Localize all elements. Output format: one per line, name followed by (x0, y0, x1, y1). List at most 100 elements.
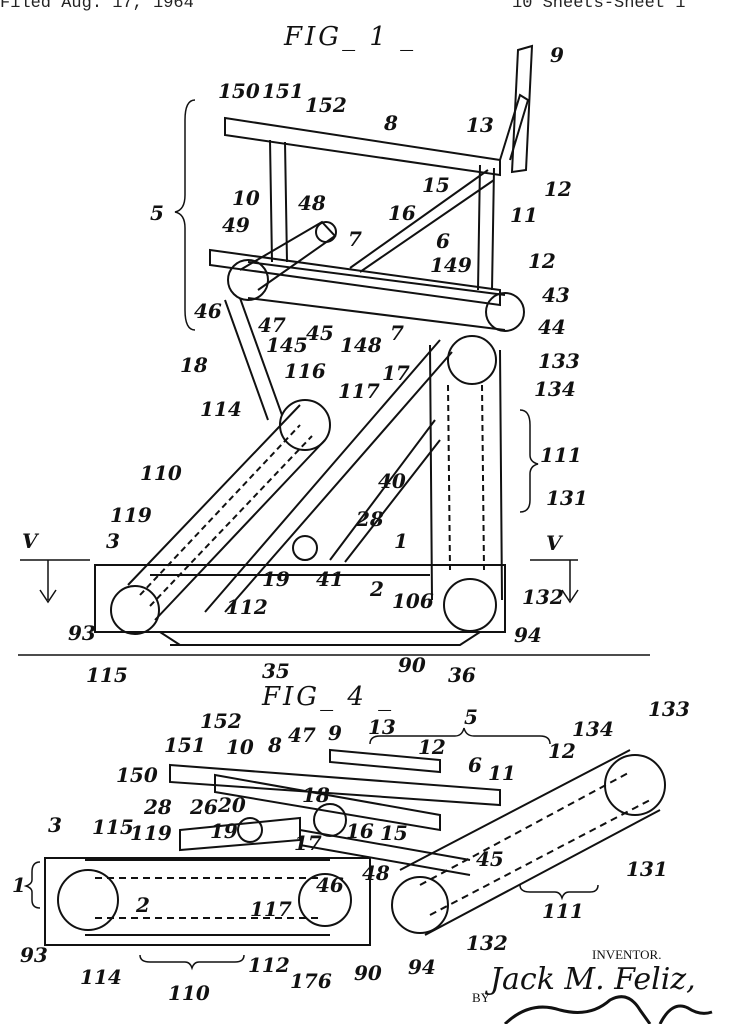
by-label: BY (472, 990, 491, 1005)
fig1-label: 40 (378, 469, 406, 493)
fig4-label: 132 (466, 931, 508, 955)
fig4-label: 117 (250, 897, 292, 921)
fig1-label: 47 (258, 313, 286, 337)
fig4-brace-111 (519, 884, 599, 901)
fig4-label: 12 (418, 735, 446, 759)
fig1-label: 1 (394, 529, 408, 553)
fig4-label: 12 (548, 739, 576, 763)
fig1-label: 43 (542, 283, 570, 307)
filed-date: Filed Aug. 17, 1964 (0, 0, 194, 13)
fig4-crawler-110 (85, 859, 330, 936)
fig4-label: 133 (648, 697, 690, 721)
fig1-label: 7 (348, 227, 362, 251)
attorney-signature (503, 995, 713, 1024)
fig4-brace-5 (369, 727, 551, 745)
fig1-lever-47 (239, 220, 337, 291)
fig1-label: 13 (466, 113, 494, 137)
fig1-brace-5 (174, 99, 196, 331)
fig4-label: 176 (290, 969, 332, 993)
fig4-label: 3 (48, 813, 62, 837)
fig4-label: 150 (116, 763, 158, 787)
fig1-label: 15 (422, 173, 450, 197)
fig1-label: 94 (514, 623, 542, 647)
fig1-label: 116 (284, 359, 326, 383)
fig4-label: 19 (210, 819, 238, 843)
fig1-label: 19 (262, 567, 290, 591)
fig4-label: 45 (476, 847, 504, 871)
fig1-label: 131 (546, 486, 588, 510)
fig4-label: 119 (130, 821, 172, 845)
fig4-label: 10 (226, 735, 254, 759)
fig1-label: 12 (528, 249, 556, 273)
fig4-label: 93 (20, 943, 48, 967)
fig1-label: 134 (534, 377, 576, 401)
fig1-crawler-110 (127, 404, 326, 621)
fig4-brace-110 (139, 954, 245, 971)
fig4-label: 26 (189, 795, 218, 819)
fig1-section-arrow-left (39, 560, 57, 604)
fig4-brace-1 (23, 861, 41, 909)
fig4-belt-45 (299, 829, 471, 876)
fig1-top-bar (224, 116, 501, 177)
fig1-pulley-43 (485, 292, 525, 332)
fig4-wheel-94 (391, 876, 449, 934)
fig4-label: 94 (408, 955, 436, 979)
fig1-label: 115 (86, 663, 128, 687)
fig1-label: 114 (200, 397, 242, 421)
fig1-label: V (22, 529, 40, 553)
fig1-label: 8 (383, 111, 398, 135)
fig4-label: 152 (200, 709, 242, 733)
fig4-wheel-133 (604, 754, 666, 816)
fig4-arm-10 (214, 773, 441, 832)
fig4-crawler-111-teeth (419, 771, 651, 916)
fig1-arm-13 (499, 93, 530, 161)
fig1-leg-18 (224, 297, 283, 421)
fig1-label: 111 (540, 443, 582, 467)
fig4-label: 134 (572, 717, 614, 741)
fig1-label: 152 (305, 93, 347, 117)
fig1-label: 7 (390, 321, 404, 345)
fig4-label: 111 (542, 899, 584, 923)
fig1-label: 35 (262, 659, 290, 683)
inventor-heading: INVENTOR. (592, 947, 662, 962)
fig1-label: 17 (382, 361, 410, 385)
fig1-label: 132 (522, 585, 564, 609)
fig4-label: 114 (80, 965, 122, 989)
fig1-wheel-93 (110, 585, 160, 635)
fig4-label: 47 (288, 723, 316, 747)
fig1-label: 11 (510, 203, 538, 227)
fig4-crawler-111 (399, 749, 661, 936)
fig4-label: 112 (248, 953, 290, 977)
inventor-name: Jack M. Feliz, (490, 962, 696, 997)
fig4-label: 17 (294, 831, 322, 855)
fig1-label: 36 (448, 663, 476, 687)
fig1-label: 93 (68, 621, 96, 645)
fig4-title: FIG_ 4 _ (262, 682, 395, 712)
fig4-label: 20 (217, 793, 246, 817)
fig1-label: 6 (436, 229, 450, 253)
fig1-label: 149 (430, 253, 472, 277)
fig1-label: 45 (306, 321, 334, 345)
fig1-label: V (546, 531, 564, 555)
fig1-section-arrow-right (561, 560, 579, 604)
fig4-label: 9 (328, 721, 342, 745)
fig1-base-frame (94, 564, 506, 633)
fig1-strut-17 (204, 339, 453, 613)
fig1-wheel-116 (279, 399, 331, 451)
fig1-label: 49 (222, 213, 250, 237)
fig1-label: 3 (106, 529, 120, 553)
fig4-label: 5 (464, 705, 478, 729)
fig1-strut-40 (329, 419, 441, 563)
fig4-label: 110 (168, 981, 210, 1005)
fig1-label: 48 (298, 191, 326, 215)
fig4-label: 151 (164, 733, 206, 757)
fig4-label: 90 (354, 961, 382, 985)
fig4-label: 18 (302, 783, 330, 807)
fig1-label: 5 (150, 201, 164, 225)
fig4-crawler-teeth (95, 877, 320, 919)
fig4-label: 48 (362, 861, 390, 885)
fig1-label: 110 (140, 461, 182, 485)
fig1-label: 2 (369, 577, 384, 601)
